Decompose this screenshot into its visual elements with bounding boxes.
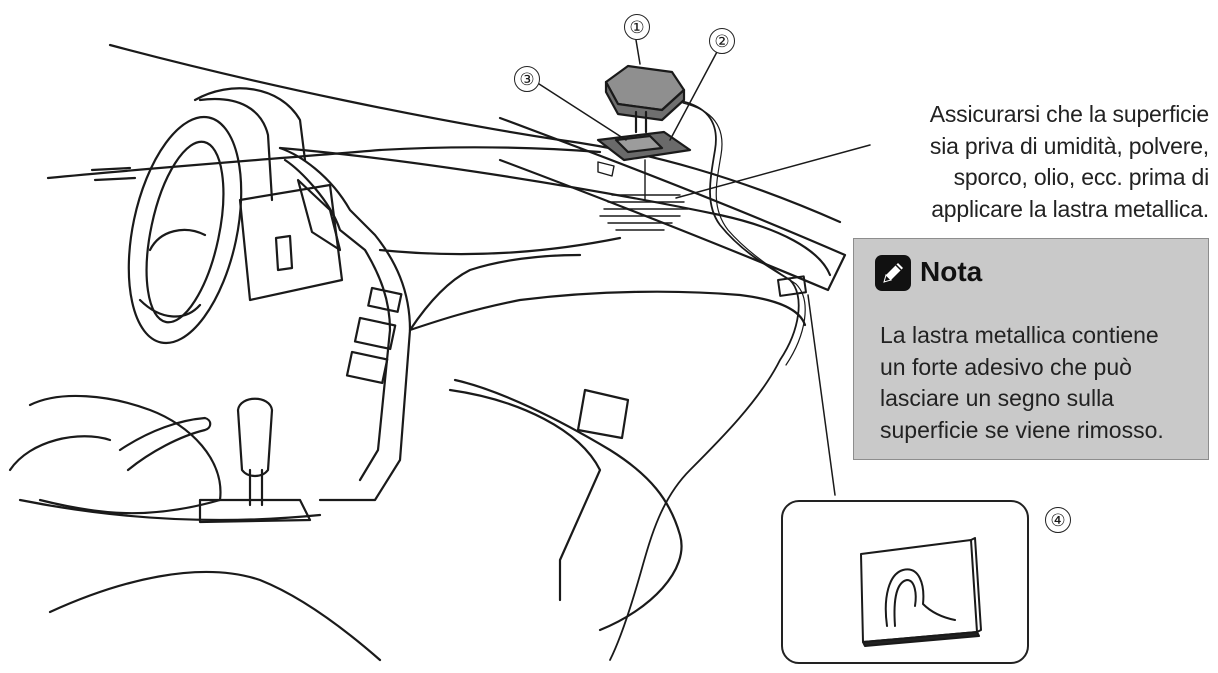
leader-surface (675, 144, 871, 199)
steering-wheel-inner (145, 140, 225, 324)
surface-preparation-text: Assicurarsi che la superficie sia priva … (873, 99, 1209, 225)
antenna-cable-shadow (682, 102, 806, 366)
door-line (408, 253, 582, 332)
cable-clip (776, 275, 807, 297)
dash-lower-curve (453, 378, 683, 632)
passenger-seat (48, 570, 382, 662)
handbrake (118, 416, 212, 472)
dashboard-edge (378, 236, 622, 256)
steering-column (198, 97, 274, 202)
antenna-side (604, 80, 686, 122)
instrument-hood (193, 87, 307, 162)
note-line: La lastra metallica contiene (880, 322, 1159, 348)
gear-boot (198, 498, 312, 524)
driver-seat (28, 394, 222, 515)
driver-seat-cushion (8, 435, 112, 472)
windshield-top-edge (108, 43, 842, 224)
pencil-icon (875, 255, 911, 291)
leader-3 (535, 81, 627, 141)
leader-2 (669, 49, 719, 141)
floor-line (18, 498, 322, 522)
antenna-cable (609, 99, 800, 661)
note-line: lasciare un segno sulla (880, 385, 1114, 411)
gear-knob (236, 397, 274, 478)
a-pillar (498, 116, 847, 292)
surface-line: Assicurarsi che la superficie (929, 101, 1209, 127)
surface-line: applicare la lastra metallica. (931, 195, 1209, 222)
note-body: La lastra metallica contiene un forte ad… (880, 320, 1164, 446)
steering-wheel-outer (127, 115, 243, 345)
console-button-2 (345, 350, 389, 385)
mount-stem (634, 110, 648, 134)
cable-clip-detail (860, 537, 982, 647)
windshield-base (46, 146, 602, 180)
glovebox-outline (576, 388, 630, 440)
callout-3-adhesive: ③ (514, 66, 540, 92)
clip-detail-inset (781, 500, 1029, 664)
note-line: superficie se viene rimosso. (880, 416, 1164, 443)
center-stack (278, 146, 412, 502)
hazard-button (367, 286, 403, 313)
passenger-kneebolster (448, 388, 602, 602)
center-stack-inner (283, 158, 392, 482)
note-title: Nota (920, 256, 983, 287)
surface-hatching (599, 159, 689, 231)
clip-leader (807, 294, 836, 496)
surface-line: sporco, olio, ecc. prima di (953, 164, 1210, 190)
callout-4-clip: ④ (1045, 507, 1071, 533)
wiper-stalk (90, 166, 137, 182)
dashboard-surface (278, 146, 832, 277)
callout-2-metal-plate: ② (709, 28, 735, 54)
adhesive-plate (614, 134, 664, 154)
note-line: un forte adesivo che può (880, 353, 1132, 380)
plate-shadow (597, 161, 615, 177)
note-box: Nota La lastra metallica contiene un for… (853, 238, 1209, 460)
surface-line: sia priva di umidità, polvere, (929, 132, 1209, 159)
passenger-dash (408, 290, 807, 332)
callout-1-antenna: ① (624, 14, 650, 40)
steering-hub (138, 228, 207, 318)
console-button-1 (353, 316, 397, 351)
center-vent (296, 178, 342, 252)
leader-1 (635, 39, 641, 65)
key-slot (274, 234, 294, 272)
